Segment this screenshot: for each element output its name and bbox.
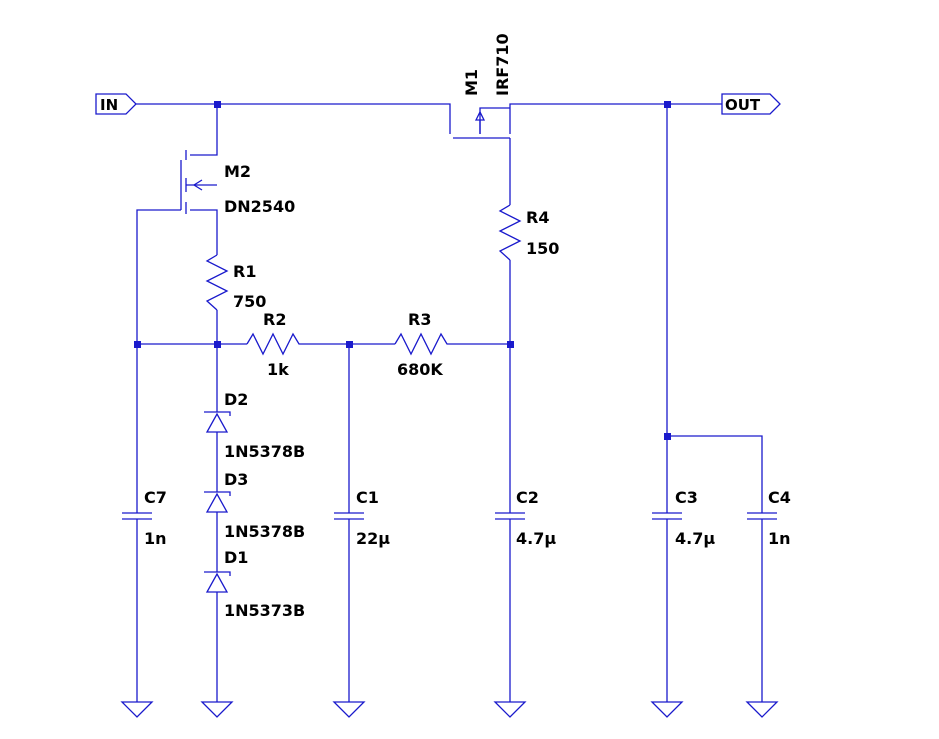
d2-value: 1N5378B (224, 442, 305, 461)
junction-dot (214, 101, 221, 108)
c4-value: 1n (768, 529, 791, 548)
capacitor-c1: C1 22µ (334, 488, 390, 548)
zener-d2: D2 1N5378B (204, 390, 305, 461)
c2-value: 4.7µ (516, 529, 556, 548)
r2-value: 1k (267, 360, 289, 379)
c1-ref: C1 (356, 488, 379, 507)
resistor-r3: R3 680K (394, 310, 452, 379)
d1-ref: D1 (224, 548, 248, 567)
r3-ref: R3 (408, 310, 431, 329)
c1-value: 22µ (356, 529, 390, 548)
capacitor-c7: C7 1n (122, 488, 167, 548)
port-in: IN (95, 93, 137, 115)
ground-icon (650, 701, 684, 718)
capacitor-c3: C3 4.7µ (652, 488, 715, 548)
m1-value: IRF710 (493, 33, 512, 96)
mosfet-m2: M2 DN2540 (180, 150, 295, 216)
r1-ref: R1 (233, 262, 256, 281)
ground-icon (745, 701, 779, 718)
ground-icon (200, 701, 234, 718)
r4-value: 150 (526, 239, 559, 258)
junctions (134, 101, 671, 440)
capacitor-c4: C4 1n (747, 488, 791, 548)
r2-ref: R2 (263, 310, 286, 329)
r1-value: 750 (233, 292, 266, 311)
m2-value: DN2540 (224, 197, 295, 216)
c7-value: 1n (144, 529, 167, 548)
port-in-label: IN (100, 96, 118, 114)
ground-icon (493, 701, 527, 718)
d3-value: 1N5378B (224, 522, 305, 541)
junction-dot (664, 101, 671, 108)
junction-dot (346, 341, 353, 348)
ground-icon (120, 701, 154, 718)
c7-ref: C7 (144, 488, 167, 507)
zener-d3: D3 1N5378B (204, 470, 305, 541)
junction-dot (134, 341, 141, 348)
r3-value: 680K (397, 360, 443, 379)
c4-ref: C4 (768, 488, 791, 507)
wires (136, 103, 763, 702)
d2-ref: D2 (224, 390, 248, 409)
c2-ref: C2 (516, 488, 539, 507)
d1-value: 1N5373B (224, 601, 305, 620)
c3-value: 4.7µ (675, 529, 715, 548)
c3-ref: C3 (675, 488, 698, 507)
capacitor-c2: C2 4.7µ (495, 488, 556, 548)
port-out: OUT (721, 93, 781, 115)
junction-dot (507, 341, 514, 348)
junction-dot (214, 341, 221, 348)
resistor-r1: R1 750 (205, 254, 266, 311)
port-out-label: OUT (725, 96, 761, 114)
ground-symbols (120, 701, 779, 718)
resistor-r4: R4 150 (498, 204, 559, 261)
d3-ref: D3 (224, 470, 248, 489)
junction-dot (664, 433, 671, 440)
zener-d1: D1 1N5373B (204, 548, 305, 620)
m1-ref: M1 (462, 69, 481, 96)
mosfet-m1: M1 IRF710 (449, 33, 512, 139)
m2-ref: M2 (224, 162, 251, 181)
ground-icon (332, 701, 366, 718)
resistor-r2: R2 1k (246, 310, 305, 379)
r4-ref: R4 (526, 208, 549, 227)
